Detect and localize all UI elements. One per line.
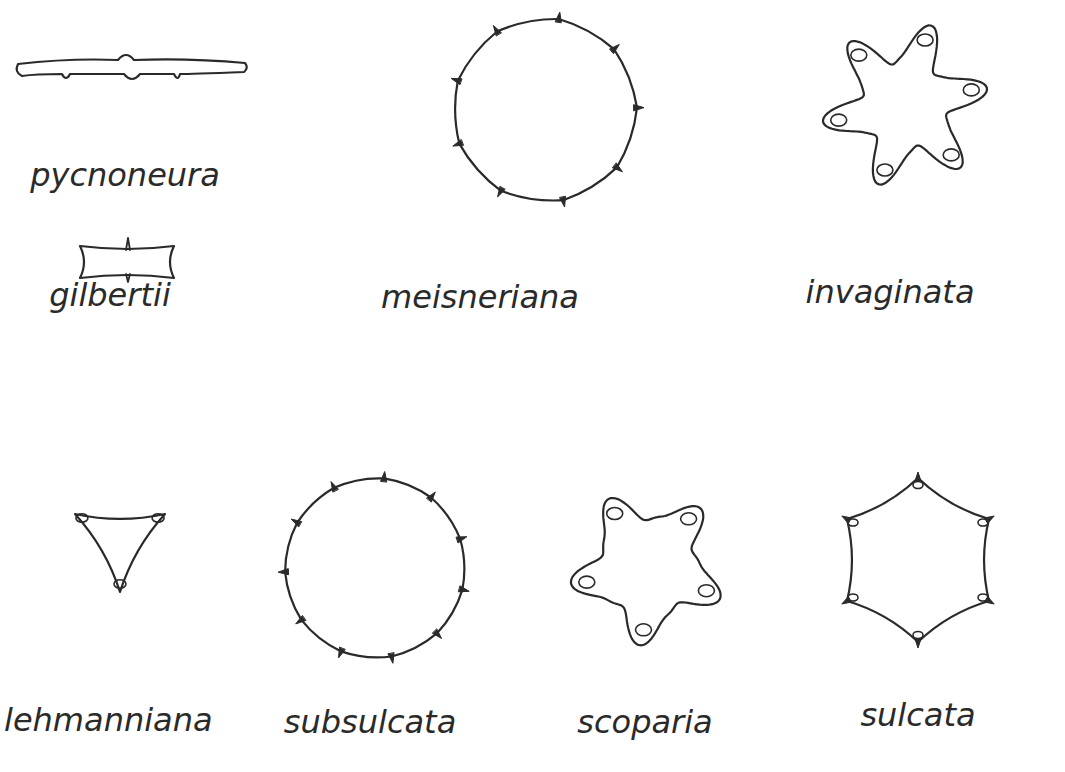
species-label: lehmanniana	[4, 701, 213, 739]
vascular-bundle	[831, 114, 847, 126]
vascular-bundle	[681, 513, 697, 525]
gilbertii-section	[80, 246, 174, 278]
vascular-spur	[456, 537, 466, 543]
vascular-spur	[634, 105, 644, 111]
vascular-spur	[915, 472, 921, 481]
vascular-spur	[381, 472, 387, 482]
vascular-bundle	[152, 514, 164, 522]
vascular-spur	[555, 12, 561, 22]
vascular-bundle	[978, 594, 988, 601]
vascular-spur	[331, 482, 338, 492]
vascular-bundle	[943, 149, 959, 161]
sulcata-section	[847, 478, 989, 642]
meisneriana-section	[455, 19, 637, 201]
vascular-bundle	[579, 576, 595, 588]
species-label: meisneriana	[381, 278, 579, 316]
vascular-bundle	[848, 594, 858, 601]
vascular-bundle	[636, 624, 652, 636]
vascular-spur	[915, 639, 921, 648]
lehmanniana-section	[75, 514, 165, 592]
vascular-bundle	[963, 84, 979, 96]
vascular-bundle	[851, 49, 867, 61]
vascular-spur	[613, 163, 623, 172]
vascular-bundle	[607, 508, 623, 520]
vascular-spur	[433, 629, 442, 638]
vascular-bundle	[913, 482, 923, 489]
species-label: pycnoneura	[30, 156, 220, 194]
vascular-bundle	[698, 585, 714, 597]
vascular-bundle	[877, 164, 893, 176]
subsulcata-section	[285, 478, 464, 657]
vascular-spur	[453, 140, 463, 146]
vascular-bundle	[114, 580, 126, 588]
vascular-spur	[296, 616, 306, 624]
vascular-bundle	[913, 632, 923, 639]
species-label: gilbertii	[49, 276, 171, 314]
species-label: scoparia	[577, 703, 712, 741]
vascular-spur	[388, 653, 394, 663]
scoparia-section	[571, 498, 721, 645]
vascular-spur	[560, 197, 566, 207]
vascular-bundle	[76, 514, 88, 522]
vascular-spur	[498, 187, 505, 197]
vascular-spur	[459, 586, 470, 592]
species-label: sulcata	[860, 696, 975, 734]
vascular-spur	[427, 492, 436, 502]
vascular-spur	[339, 648, 346, 658]
vascular-spur	[291, 519, 301, 527]
vascular-spur	[451, 78, 461, 84]
vascular-spur	[278, 569, 288, 575]
species-label: subsulcata	[284, 703, 456, 741]
vascular-bundle	[917, 34, 933, 46]
species-label: invaginata	[806, 273, 975, 311]
vascular-spur	[610, 45, 620, 54]
pycnoneura-section	[17, 55, 247, 79]
vascular-bundle	[978, 519, 988, 526]
invaginata-section	[823, 25, 987, 184]
vascular-spur	[493, 26, 501, 36]
vascular-bundle	[848, 519, 858, 526]
